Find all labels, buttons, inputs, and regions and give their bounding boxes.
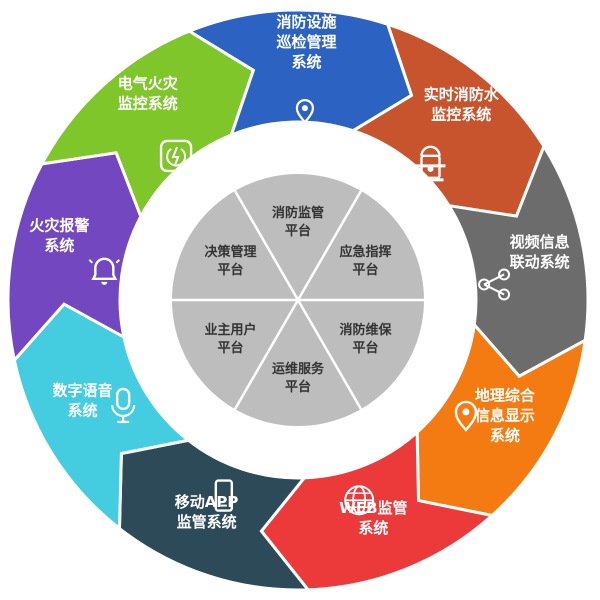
segment-label-voice: 数字语音系统 — [53, 381, 113, 419]
platform-label-decision: 决策管理平台 — [204, 244, 256, 278]
segment-shape — [186, 8, 414, 138]
bell-icon — [88, 257, 121, 285]
segment-label-patrol: 消防设施巡检管理系统 — [277, 13, 337, 71]
mobile-phone-icon — [214, 479, 234, 512]
globe-icon — [344, 485, 375, 516]
microphone-icon — [111, 387, 136, 424]
inner-divider — [233, 299, 300, 410]
inner-divider — [233, 190, 300, 301]
segment-label-geo-info: 地理综合信息显示系统 — [475, 386, 536, 444]
inner-divider — [296, 299, 363, 410]
outer-segment-voice: 数字语音系统 — [12, 302, 192, 532]
outer-segment-patrol: 消防设施巡检管理系统 — [186, 8, 414, 138]
segment-label-fire-alarm: 火灾报警系统 — [29, 216, 89, 254]
segment-label-fire-water: 实时消防水监控系统 — [424, 85, 500, 123]
power-socket-icon — [159, 139, 193, 173]
platform-label-ops-service: 运维服务平台 — [272, 361, 325, 395]
inner-divider — [296, 190, 363, 301]
segment-label-electric-fire: 电气火灾监控系统 — [118, 74, 179, 112]
fire-hydrant-icon — [415, 145, 446, 182]
map-pin-icon — [454, 400, 478, 432]
platform-label-fire-supervision: 消防监管平台 — [272, 205, 324, 239]
segment-label-video-link: 视频信息联动系统 — [510, 233, 570, 271]
share-nodes-icon — [478, 268, 511, 301]
platform-label-owner-user: 业主用户平台 — [204, 322, 256, 356]
platform-label-emergency: 应急指挥平台 — [340, 244, 392, 278]
platform-label-maintenance: 消防维保平台 — [340, 322, 393, 356]
